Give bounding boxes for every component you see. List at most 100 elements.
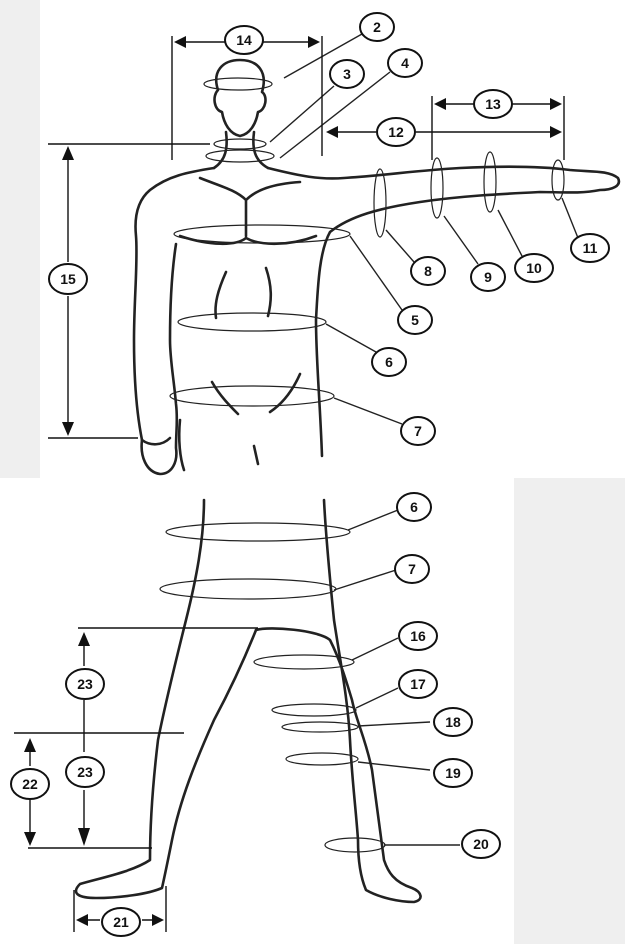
badge-6: 6 xyxy=(372,348,406,376)
leader-10 xyxy=(498,210,522,256)
badge-9: 9 xyxy=(471,263,505,291)
badge-19: 19 xyxy=(434,759,472,787)
badge-8: 8 xyxy=(411,257,445,285)
badge-number: 4 xyxy=(401,55,409,71)
badge-number: 22 xyxy=(22,776,38,792)
chest-ring xyxy=(174,225,350,243)
leader-6 xyxy=(326,324,376,352)
above-knee-ring xyxy=(272,704,356,716)
knee-ring xyxy=(282,722,358,732)
neck-ring-upper xyxy=(214,139,266,149)
leader-8 xyxy=(386,230,414,262)
leader-11 xyxy=(562,198,578,238)
arrow-22-top xyxy=(24,738,36,752)
badge-number: 20 xyxy=(473,836,489,852)
badge-11: 11 xyxy=(571,234,609,262)
badge-number: 19 xyxy=(445,765,461,781)
badge-23-upper: 23 xyxy=(66,669,104,699)
arrow-23-bottom xyxy=(78,828,90,846)
arrow-15-bottom xyxy=(62,422,74,436)
head-outline xyxy=(215,60,266,136)
leader-19 xyxy=(358,762,430,770)
badge-6b: 6 xyxy=(397,493,431,521)
hips-ring-bottom xyxy=(160,579,336,599)
badge-number: 7 xyxy=(408,561,416,577)
badge-number: 2 xyxy=(373,19,381,35)
leader-6b xyxy=(348,510,398,530)
hips-ring-top xyxy=(170,386,334,406)
waist-ring-top xyxy=(178,313,326,331)
badge-number: 13 xyxy=(485,96,501,112)
leader-7 xyxy=(334,398,402,424)
lower-body-figure xyxy=(76,500,421,902)
dimension-lines xyxy=(14,36,564,932)
badge-14: 14 xyxy=(225,26,263,54)
arrow-14-left xyxy=(174,36,186,48)
arrow-13-right xyxy=(550,98,562,110)
badge-2: 2 xyxy=(360,13,394,41)
torso-left-outline xyxy=(134,168,214,474)
badge-3: 3 xyxy=(330,60,364,88)
arrow-21-left xyxy=(76,914,88,926)
badge-10: 10 xyxy=(515,254,553,282)
leader-5 xyxy=(350,236,402,310)
badge-number: 8 xyxy=(424,263,432,279)
badge-number: 21 xyxy=(113,914,129,930)
leader-7b xyxy=(334,570,396,590)
elbow-ring xyxy=(431,158,443,218)
badge-number: 15 xyxy=(60,271,76,287)
badge-5: 5 xyxy=(398,306,432,334)
leader-18 xyxy=(358,722,430,726)
waist-ring-bottom xyxy=(166,523,350,541)
badge-16: 16 xyxy=(399,622,437,650)
below-knee-ring xyxy=(286,753,358,765)
abdomen-outline xyxy=(212,268,300,464)
leader-17 xyxy=(356,688,398,708)
badge-22: 22 xyxy=(11,769,49,799)
left-leg-outline xyxy=(76,500,256,898)
arrow-12-right xyxy=(550,126,562,138)
ankle-ring xyxy=(325,838,385,852)
badge-number: 5 xyxy=(411,312,419,328)
leader-9 xyxy=(444,216,478,264)
badge-7b: 7 xyxy=(395,555,429,583)
wrist-ring xyxy=(552,160,564,200)
right-leg-outline xyxy=(256,500,421,902)
neck-ring-base xyxy=(206,150,274,162)
arrow-22-bottom xyxy=(24,832,36,846)
badge-number: 9 xyxy=(484,269,492,285)
badge-7: 7 xyxy=(401,417,435,445)
badge-21: 21 xyxy=(102,908,140,936)
arrow-12-left xyxy=(326,126,338,138)
number-badges: 2 3 4 14 13 12 15 5 6 7 8 9 10 11 6 7 16… xyxy=(11,13,609,936)
badge-number: 10 xyxy=(526,260,542,276)
badge-12: 12 xyxy=(377,118,415,146)
badge-17: 17 xyxy=(399,670,437,698)
arrow-21-right xyxy=(152,914,164,926)
badge-4: 4 xyxy=(388,49,422,77)
arrow-14-right xyxy=(308,36,320,48)
badge-number: 3 xyxy=(343,66,351,82)
badge-number: 7 xyxy=(414,423,422,439)
arrow-23-top xyxy=(78,632,90,646)
head-ring xyxy=(204,78,272,90)
badge-number: 23 xyxy=(77,764,93,780)
badge-15: 15 xyxy=(49,264,87,294)
badge-number: 11 xyxy=(583,240,598,256)
badge-18: 18 xyxy=(434,708,472,736)
left-hand-outline xyxy=(142,438,170,444)
forearm-ring xyxy=(484,152,496,212)
leader-16 xyxy=(352,638,398,660)
chest-outline xyxy=(180,178,316,244)
badge-number: 14 xyxy=(236,32,252,48)
hip-outline xyxy=(179,420,184,470)
badge-number: 16 xyxy=(410,628,426,644)
upper-arm-ring xyxy=(374,169,386,237)
badge-23-lower: 23 xyxy=(66,757,104,787)
badge-number: 17 xyxy=(410,676,426,692)
badge-number: 18 xyxy=(445,714,461,730)
badge-number: 23 xyxy=(77,676,93,692)
badge-20: 20 xyxy=(462,830,500,858)
badge-number: 6 xyxy=(385,354,393,370)
